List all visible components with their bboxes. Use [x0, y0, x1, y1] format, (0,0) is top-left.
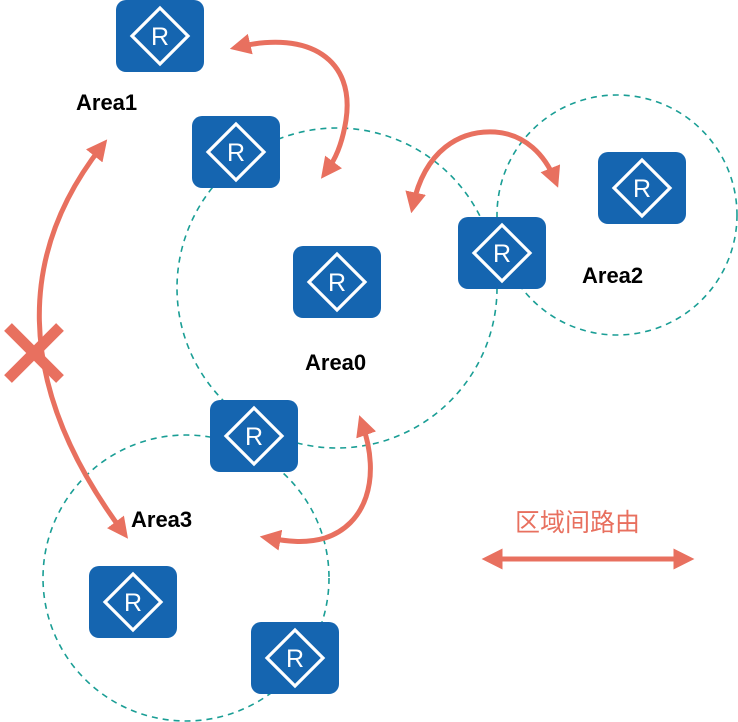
- area1-label: Area1: [76, 90, 137, 115]
- svg-text:R: R: [286, 645, 304, 673]
- area2-label: Area2: [582, 263, 643, 288]
- inter-area-route-arrow-area0-area2: [405, 129, 561, 214]
- area0-label: Area0: [305, 350, 366, 375]
- inter-area-route-arrow-area0-area3: [259, 415, 377, 551]
- legend-label: 区域间路由: [515, 508, 640, 537]
- router-icon: R: [116, 0, 204, 72]
- svg-text:R: R: [124, 589, 142, 617]
- svg-text:R: R: [328, 269, 346, 297]
- router-icon: R: [458, 217, 546, 289]
- area3-label: Area3: [131, 507, 192, 532]
- svg-text:R: R: [227, 139, 245, 167]
- area2-boundary: [496, 94, 738, 336]
- svg-text:R: R: [151, 23, 169, 51]
- router-icon: R: [598, 152, 686, 224]
- blocked-route-arrow-area1-area3: [36, 139, 129, 539]
- svg-text:R: R: [245, 423, 263, 451]
- blocked-x-icon: [4, 323, 64, 383]
- router-icon: R: [293, 246, 381, 318]
- inter-area-route-arrow-area1-area0: [229, 33, 350, 179]
- router-icon: R: [89, 566, 177, 638]
- router-icon: R: [251, 622, 339, 694]
- svg-text:R: R: [493, 240, 511, 268]
- router-icon: R: [192, 116, 280, 188]
- area3-boundary: [42, 434, 330, 722]
- svg-text:R: R: [633, 175, 651, 203]
- router-icon: R: [210, 400, 298, 472]
